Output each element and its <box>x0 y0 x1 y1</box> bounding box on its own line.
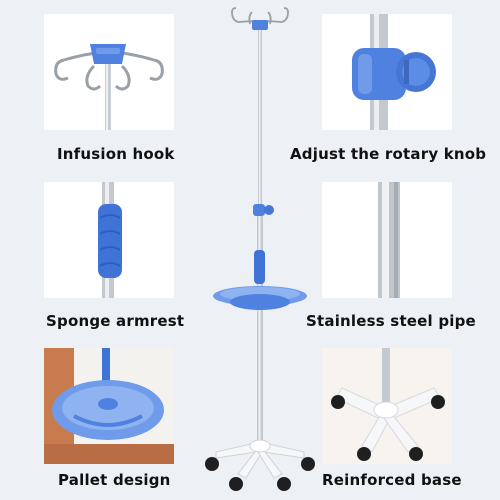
sponge-icon <box>44 182 174 298</box>
pipe-icon <box>322 182 452 298</box>
iv-pole-icon <box>205 7 315 491</box>
caption-reinforced-base: Reinforced base <box>322 471 462 489</box>
tray-icon <box>44 348 174 464</box>
panel-rotary-knob <box>322 14 452 130</box>
caption-pallet-design: Pallet design <box>58 471 171 489</box>
panel-steel-pipe <box>322 182 452 298</box>
panel-pallet-design <box>44 348 174 464</box>
caption-sponge-armrest: Sponge armrest <box>46 312 185 330</box>
caption-rotary-knob: Adjust the rotary knob <box>290 145 487 163</box>
panel-infusion-hook <box>44 14 174 130</box>
panel-sponge-armrest <box>44 182 174 298</box>
base-icon <box>322 348 452 464</box>
caption-infusion-hook: Infusion hook <box>57 145 175 163</box>
knob-icon <box>322 14 452 130</box>
panel-reinforced-base <box>322 348 452 464</box>
caption-steel-pipe: Stainless steel pipe <box>306 312 476 330</box>
hook-icon <box>44 14 174 130</box>
